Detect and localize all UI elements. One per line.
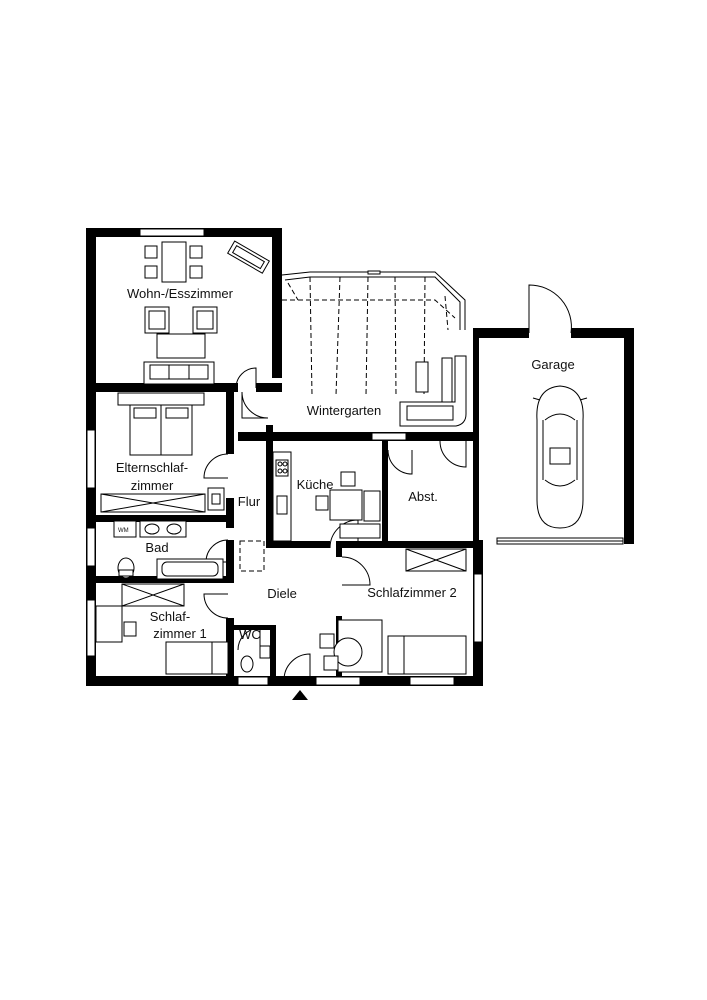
- furniture: WM: [95, 240, 467, 675]
- room-label-wc: WC: [239, 627, 261, 642]
- room-label-wohn: Wohn-/Esszimmer: [127, 286, 234, 301]
- room-label-bad: Bad: [145, 540, 168, 555]
- room-label-flur: Flur: [238, 494, 261, 509]
- car-icon: [532, 385, 588, 529]
- room-label-eltern-line1: Elternschlaf-: [116, 460, 188, 475]
- washing-machine-label: WM: [118, 528, 129, 534]
- room-labels: Wohn-/Esszimmer Wintergarten Garage Elte…: [116, 286, 575, 642]
- room-label-kueche: Küche: [297, 477, 334, 492]
- room-label-schlaf2: Schlafzimmer 2: [367, 585, 457, 600]
- room-label-schlaf1-line1: Schlaf-: [150, 609, 190, 624]
- room-label-diele: Diele: [267, 586, 297, 601]
- entrance-arrow-icon: [292, 690, 308, 700]
- room-label-abst: Abst.: [408, 489, 438, 504]
- windows: [86, 228, 624, 686]
- room-label-schlaf1-line2: zimmer 1: [153, 626, 206, 641]
- room-label-garage: Garage: [531, 357, 574, 372]
- room-label-wintergarten: Wintergarten: [307, 403, 381, 418]
- wintergarten-glass: [281, 270, 466, 396]
- room-label-eltern-line2: zimmer: [131, 478, 174, 493]
